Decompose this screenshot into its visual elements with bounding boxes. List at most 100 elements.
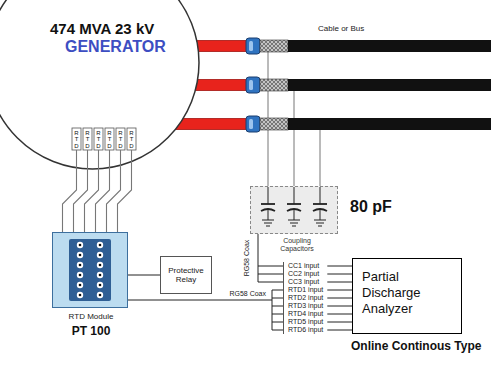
ground-symbol	[288, 220, 300, 221]
input-label: RTD4 input	[288, 310, 323, 318]
cable-termination	[246, 77, 260, 93]
terminal-screw	[77, 252, 83, 258]
terminal-tag: RTD	[74, 130, 80, 150]
capacitor-lead	[268, 209, 269, 220]
terminal-screw	[97, 282, 103, 288]
capacitor-plate	[261, 203, 275, 205]
capacitor-tap-wires	[268, 46, 320, 186]
tap-wire	[320, 124, 321, 186]
rtd-wire-stub	[131, 150, 132, 163]
capacitor-caption: Coupling Capacitors	[268, 237, 326, 253]
input-label: CC1 input	[288, 262, 323, 270]
connector-wire	[128, 275, 160, 276]
terminal-screw	[97, 242, 103, 248]
sensor-type: PT 100	[41, 324, 141, 338]
terminal-screw	[79, 254, 82, 257]
terminal-tag: RTD	[85, 130, 91, 150]
tap-wire	[268, 46, 269, 186]
terminal-screw	[79, 274, 82, 277]
black-cable	[288, 40, 491, 52]
analyzer-box: Partial Discharge AnalyzerOnline Contino…	[352, 258, 462, 334]
relay-label: Protective Relay	[164, 266, 208, 284]
connector-wire	[128, 290, 283, 330]
terminal-screw	[77, 242, 83, 248]
terminal-screw	[97, 262, 103, 268]
terminal-screw	[99, 294, 102, 297]
terminal-screw	[97, 272, 103, 278]
cable-label: Cable or Bus	[318, 24, 364, 33]
input-strip: CC1 inputCC2 inputCC3 inputRTD1 inputRTD…	[283, 262, 326, 334]
terminal-screw	[77, 282, 83, 288]
terminal-strip	[69, 239, 111, 301]
capacitor-symbol	[287, 187, 301, 226]
terminal-screw	[99, 274, 102, 277]
terminal-screw	[99, 284, 102, 287]
rating-text: 474 MVA 23 kV	[50, 20, 154, 37]
ground-symbol	[262, 220, 274, 221]
phase-cable	[150, 116, 491, 132]
phase-cable	[160, 38, 491, 54]
terminal-tag: RTD	[129, 130, 135, 150]
terminal-screw	[79, 244, 82, 247]
rtd-wire-stub	[109, 150, 110, 169]
cable-shield	[260, 40, 288, 52]
terminal-tag: RTD	[96, 130, 102, 150]
capacitor-plate	[287, 203, 301, 205]
ground-symbol	[264, 223, 272, 224]
cable-type-label: RG58 Coax	[228, 290, 267, 298]
capacitor-lead	[268, 187, 269, 204]
phase-cable	[160, 77, 491, 93]
terminal-tag: RTD	[118, 130, 124, 150]
relay-box: Protective Relay	[160, 256, 212, 294]
analyzer-type: Online Continous Type	[351, 339, 486, 353]
capacitor-symbol	[313, 187, 327, 226]
cable-termination	[246, 38, 260, 54]
terminal-screw	[77, 292, 83, 298]
terminal-screw	[99, 264, 102, 267]
input-label: CC3 input	[288, 278, 323, 286]
terminal-screw	[79, 264, 82, 267]
rtd-terminal	[72, 128, 81, 150]
capacitor-lead	[294, 209, 295, 220]
connector-wire	[258, 234, 283, 282]
rtd-wire-stub	[120, 150, 121, 166]
ground-symbol	[266, 226, 270, 227]
generator-body	[0, 0, 199, 169]
connector-wire	[327, 266, 352, 330]
ground-symbol	[314, 220, 326, 221]
connector-wire	[63, 163, 132, 232]
rtd-wire-stub	[98, 150, 99, 170]
tap-wire	[294, 85, 295, 186]
ground-symbol	[290, 223, 298, 224]
rtd-terminal	[94, 128, 103, 150]
cable-termination	[246, 116, 260, 132]
input-label: RTD6 input	[288, 326, 323, 334]
ground-symbol	[316, 223, 324, 224]
capacitor-symbols	[251, 187, 337, 233]
rtd-terminal	[116, 128, 125, 150]
termination-highlight	[249, 80, 253, 90]
rtd-terminal	[83, 128, 92, 150]
rtd-wire-stub	[87, 150, 88, 170]
terminal-screw	[99, 244, 102, 247]
input-label: RTD1 input	[288, 286, 323, 294]
ground-symbol	[318, 226, 322, 227]
capacitor-symbol	[261, 187, 275, 226]
input-label: RTD3 input	[288, 302, 323, 310]
cable-type-label: RG58 Coax	[243, 239, 251, 278]
generator-title: GENERATOR	[65, 38, 166, 56]
ground-symbol	[292, 226, 296, 227]
termination-highlight	[249, 119, 253, 129]
rtd-terminal	[127, 128, 136, 150]
terminal-screw	[79, 294, 82, 297]
terminal-screw	[77, 272, 83, 278]
cable-shield	[260, 79, 288, 91]
input-label: RTD5 input	[288, 318, 323, 326]
capacitance-value: 80 pF	[350, 198, 392, 216]
terminal-screw	[97, 252, 103, 258]
rtd-module: RTD ModulePT 100	[52, 232, 128, 308]
black-cable	[288, 118, 491, 130]
capacitor-lead	[320, 187, 321, 204]
terminal-block	[53, 233, 127, 307]
